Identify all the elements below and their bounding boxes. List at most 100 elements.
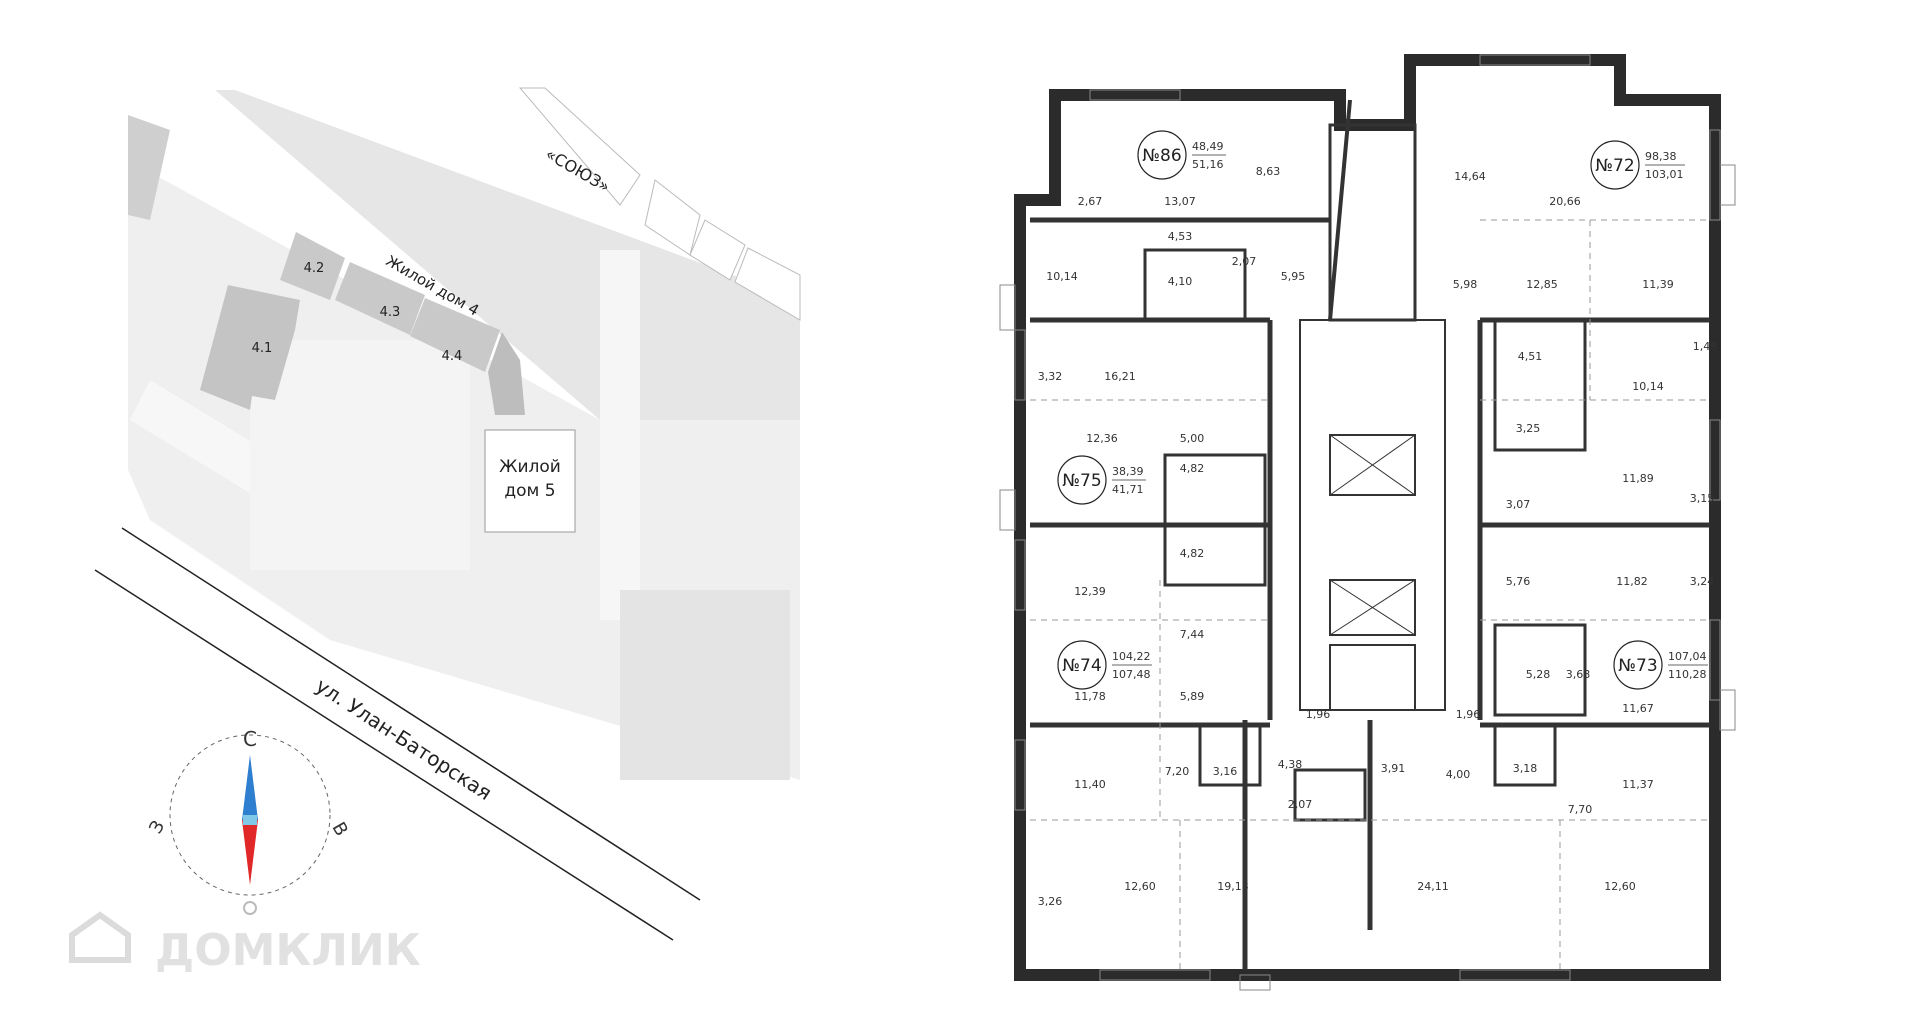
- room-area: 7,44: [1180, 628, 1205, 641]
- room-area: 8,63: [1256, 165, 1281, 178]
- room-area: 12,85: [1526, 278, 1558, 291]
- room-area: 12,60: [1604, 880, 1636, 893]
- window-10: [1459, 969, 1571, 981]
- apartment-75: №75 38,39 41,71: [1057, 455, 1146, 505]
- site-plan: «СОЮЗ» Жилой дом 4 4.1 4.2 4.3 4.4 Жилой…: [94, 87, 801, 941]
- apartment-72-circle: [1590, 140, 1640, 190]
- house5-label-line2: дом 5: [504, 481, 555, 501]
- window-5: [1709, 619, 1721, 701]
- room-area: 5,89: [1180, 690, 1205, 703]
- room-area: 3,68: [1566, 668, 1591, 681]
- courtyard: [250, 340, 470, 570]
- section-4-3: [335, 262, 425, 335]
- bath-74: [1198, 723, 1262, 787]
- room-area: 4,38: [1278, 758, 1303, 771]
- room-area: 10,14: [1632, 380, 1664, 393]
- apartment-73-total: 110,28: [1668, 668, 1707, 681]
- room-area: 2,07: [1232, 255, 1257, 268]
- room-area: 12,60: [1124, 880, 1156, 893]
- room-area: 5,95: [1281, 270, 1306, 283]
- room-area: 11,82: [1616, 575, 1648, 588]
- compass-north-arrow: [242, 755, 258, 820]
- room-area: 4,10: [1168, 275, 1193, 288]
- room-area: 1,48: [1693, 340, 1718, 353]
- soyuz-block-4: [734, 247, 801, 321]
- compass-sun-icon: [243, 901, 257, 915]
- street-line-1: [121, 527, 701, 901]
- room-area: 3,25: [1516, 422, 1541, 435]
- balcony-right-2: [1719, 689, 1736, 731]
- bath-73: [1493, 623, 1587, 717]
- watermark-text: ДОМКЛИК: [155, 925, 421, 976]
- apartment-72: №72 98,38 103,01: [1590, 140, 1685, 190]
- compass-north-label: С: [243, 727, 257, 751]
- apartment-74-living: 104,22: [1112, 650, 1151, 663]
- apartment-73-number: №73: [1618, 656, 1657, 676]
- yard-lower: [620, 590, 790, 780]
- room-area: 13,07: [1164, 195, 1196, 208]
- bath-center: [1293, 768, 1367, 822]
- section-4-1: [200, 285, 300, 410]
- room-area: 3,15: [1690, 492, 1715, 505]
- watermark: ДОМКЛИК: [69, 911, 421, 976]
- room-area: 5,28: [1526, 668, 1551, 681]
- soyuz-block-3: [689, 219, 746, 281]
- room-area: 12,39: [1074, 585, 1106, 598]
- room-area: 3,26: [1038, 895, 1063, 908]
- apartment-72-living: 98,38: [1645, 150, 1677, 163]
- room-area: 3,07: [1506, 498, 1531, 511]
- watermark-house-icon: [69, 911, 131, 963]
- room-area: 10,14: [1046, 270, 1078, 283]
- wall-v-5: [1328, 99, 1352, 321]
- room-area: 12,36: [1086, 432, 1118, 445]
- room-area: 3,18: [1513, 762, 1538, 775]
- room-area: 4,82: [1180, 547, 1205, 560]
- apartment-86: №86 48,49 51,16: [1137, 130, 1226, 180]
- room-area: 4,82: [1180, 462, 1205, 475]
- bath-86: [1143, 248, 1247, 322]
- corridor: [1299, 319, 1446, 711]
- road-band: [215, 90, 800, 420]
- room-area: 11,67: [1622, 702, 1654, 715]
- room-area: 11,78: [1074, 690, 1106, 703]
- section-label-4-4: 4.4: [442, 349, 463, 364]
- window-6: [1014, 329, 1026, 401]
- balcony-left: [999, 284, 1016, 331]
- section-4-2: [280, 232, 345, 300]
- room-area: 5,98: [1453, 278, 1478, 291]
- room-area: 11,89: [1622, 472, 1654, 485]
- apartment-badges: №86 48,49 51,16 №72 98,38 103,01 №75 38,…: [1057, 130, 1708, 690]
- room-area: 11,37: [1622, 778, 1654, 791]
- street-label: ул. Улан-Баторская: [311, 673, 496, 805]
- window-9: [1099, 969, 1211, 981]
- apartment-75-total: 41,71: [1112, 483, 1144, 496]
- apartment-75-circle: [1057, 455, 1107, 505]
- window-8: [1014, 739, 1026, 811]
- apartment-86-circle: [1137, 130, 1187, 180]
- room-area: 2,67: [1078, 195, 1103, 208]
- bath-72: [1493, 318, 1587, 452]
- compass-west-label: З: [145, 817, 169, 837]
- compass-center: [243, 815, 257, 825]
- soyuz-block-1: [518, 87, 641, 206]
- room-area: 5,00: [1180, 432, 1205, 445]
- apartment-74-number: №74: [1062, 656, 1101, 676]
- section-4-4: [410, 298, 500, 372]
- path-vertical: [600, 250, 640, 620]
- window-7: [1014, 539, 1026, 611]
- bath-73b: [1493, 723, 1557, 787]
- apartment-75-number: №75: [1062, 471, 1101, 491]
- lift-1-cross-b: [1329, 434, 1416, 496]
- room-area: 4,53: [1168, 230, 1193, 243]
- bath-75: [1163, 453, 1267, 587]
- section-label-4-3: 4.3: [380, 305, 401, 320]
- lift-2-cross-b: [1329, 579, 1416, 636]
- room-area: 24,11: [1417, 880, 1449, 893]
- compass-ring: [169, 734, 331, 896]
- room-area: 16,21: [1104, 370, 1136, 383]
- room-area: 4,00: [1446, 768, 1471, 781]
- house5-label-line1: Жилой: [499, 457, 561, 477]
- room-area: 19,13: [1217, 880, 1249, 893]
- room-area: 1,96: [1456, 708, 1481, 721]
